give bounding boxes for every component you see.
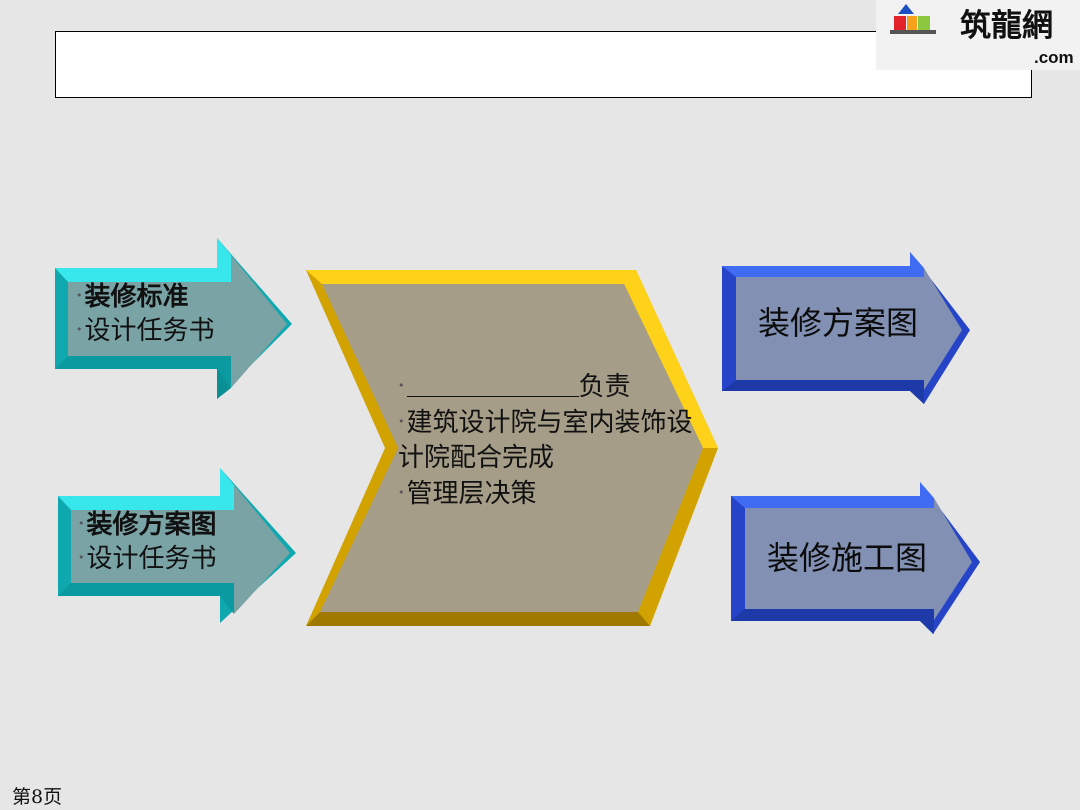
- input-2-line-2: 设计任务书: [86, 544, 217, 575]
- input-text-2: •装修方案图 •设计任务书: [78, 510, 217, 575]
- logo-text: 筑龍網: [960, 8, 1053, 44]
- logo-domain: .com: [1034, 48, 1074, 67]
- process-collaboration: 建筑设计院与室内装饰设计院配合完成: [398, 408, 693, 473]
- input-2-line-1: 装修方案图: [86, 510, 217, 540]
- process-text: •负责 •建筑设计院与室内装饰设计院配合完成 •管理层决策: [398, 372, 693, 509]
- page-number: 第8页: [12, 786, 63, 808]
- logo-mark-icon: [890, 4, 936, 34]
- input-text-1: •装修标准 •设计任务书: [76, 282, 215, 347]
- input-arrow-scheme: [58, 468, 296, 623]
- output-arrow-construction-drawing: [731, 482, 980, 634]
- output-label-1: 装修方案图: [758, 304, 919, 342]
- logo: 筑龍網 .com: [876, 0, 1080, 70]
- process-decision: 管理层决策: [406, 478, 537, 509]
- process-chevron: [306, 270, 718, 626]
- output-label-2: 装修施工图: [767, 539, 928, 577]
- input-1-line-1: 装修标准: [84, 282, 189, 312]
- responsible-blank: [406, 374, 579, 397]
- input-1-line-2: 设计任务书: [84, 316, 215, 347]
- process-responsible-suffix: 负责: [578, 372, 631, 402]
- title-box: [55, 31, 1032, 98]
- input-arrow-standards: [55, 238, 292, 399]
- output-arrow-scheme-drawing: [722, 252, 970, 404]
